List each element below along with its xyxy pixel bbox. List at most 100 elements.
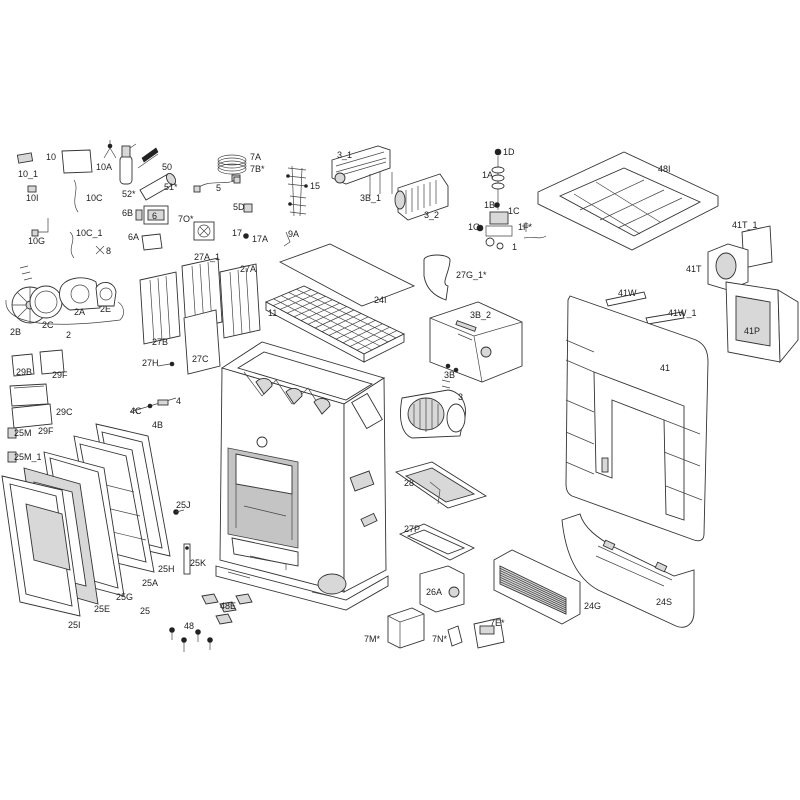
grill-cross-bar — [296, 288, 397, 339]
part-6-panel — [143, 205, 169, 225]
label-6: 6 — [152, 211, 157, 221]
grill-bar — [349, 326, 390, 347]
label-24g: 24G — [584, 601, 601, 611]
label-29c: 29C — [56, 407, 73, 417]
part-29f-plate — [39, 349, 65, 375]
grill-bar — [293, 299, 333, 318]
label-24s: 24S — [656, 597, 672, 607]
part-6a — [141, 233, 163, 251]
label-5: 5 — [216, 183, 221, 193]
part-3b-1-rods — [369, 172, 393, 196]
part-10-1 — [16, 152, 34, 164]
grill-bar — [342, 323, 383, 344]
part-10c-wire — [73, 179, 79, 213]
label-10-1: 10_1 — [18, 169, 38, 179]
part-25j — [173, 509, 185, 515]
label-1b: 1B — [484, 200, 495, 210]
part-26a — [419, 565, 465, 613]
label-10: 10 — [46, 152, 56, 162]
label-3b-2: 3B_2 — [470, 310, 491, 320]
label-27p: 27P — [404, 524, 420, 534]
label-25e: 25E — [94, 604, 110, 614]
label-10c-1: 10C_1 — [76, 228, 103, 238]
label-4c: 4C — [130, 406, 142, 416]
part-10i — [27, 185, 37, 193]
part-29f-plate-2 — [11, 403, 53, 429]
part-8 — [95, 245, 105, 255]
part-10 — [61, 149, 93, 174]
part-27a-panel — [219, 263, 261, 339]
label-4: 4 — [176, 396, 181, 406]
label-28: 28 — [404, 478, 414, 488]
part-5d — [243, 203, 253, 213]
part-5-cable — [193, 176, 241, 193]
label-2a: 2A — [74, 307, 85, 317]
part-3-blower — [400, 389, 466, 439]
part-41p-box — [725, 281, 799, 364]
part-24s-skirt — [561, 513, 695, 628]
label-6b: 6B — [122, 208, 133, 218]
part-3-2-fan — [394, 173, 449, 221]
label-27a-1: 27A_1 — [194, 252, 220, 262]
label-2e: 2E — [100, 304, 111, 314]
grill-bar — [307, 306, 348, 325]
label-1c: 1C — [508, 206, 520, 216]
part-1-assembly — [476, 148, 547, 250]
label-25j: 25J — [176, 500, 191, 510]
part-29b-plate — [11, 353, 35, 377]
part-28-tray — [394, 461, 488, 509]
label-41t-1: 41T_1 — [732, 220, 758, 230]
label-3b: 3B — [444, 370, 455, 380]
grill-bar — [300, 302, 340, 321]
label-3b-1: 3B_1 — [360, 193, 381, 203]
part-41w-strip — [605, 291, 647, 307]
part-29c-plate — [9, 383, 49, 407]
part-10a — [103, 140, 117, 159]
label-1: 1 — [512, 242, 517, 252]
label-15: 15 — [310, 181, 320, 191]
label-25g: 25G — [116, 592, 133, 602]
label-1d: 1D — [503, 147, 515, 157]
grill-cross-bar — [281, 295, 381, 347]
part-7m-box — [387, 607, 425, 649]
label-25: 25 — [140, 606, 150, 616]
part-17 — [243, 233, 249, 239]
label-51: 51* — [164, 182, 178, 192]
grill-bar — [279, 292, 319, 310]
part-27p-frame — [398, 523, 476, 561]
label-41w-1: 41W_1 — [668, 308, 697, 318]
grille-slat — [499, 574, 567, 607]
label-27h: 27H — [142, 358, 159, 368]
label-17: 17 — [232, 228, 242, 238]
part-2c-ring — [29, 285, 63, 319]
label-48e: 48E — [220, 601, 236, 611]
label-1g: 1G — [468, 222, 480, 232]
part-3b-screws — [441, 363, 459, 389]
part-6b — [135, 209, 143, 221]
label-25h: 25H — [158, 564, 175, 574]
label-3: 3 — [458, 392, 463, 402]
part-7n — [447, 625, 463, 647]
label-24i: 24I — [374, 295, 387, 305]
part-11-grill — [264, 285, 406, 363]
label-41w: 41W — [618, 288, 637, 298]
part-41t — [707, 243, 749, 291]
label-41p: 41P — [744, 326, 760, 336]
label-17a: 17A — [252, 234, 268, 244]
label-7m: 7M* — [364, 634, 381, 644]
part-27h — [157, 361, 175, 367]
part-24g-grille — [493, 549, 581, 625]
label-10a: 10A — [96, 162, 112, 172]
label-7n: 7N* — [432, 634, 448, 644]
part-51-cylinder — [139, 172, 177, 201]
part-25k — [183, 543, 191, 575]
label-2c: 2C — [42, 320, 54, 330]
label-52: 52* — [122, 189, 136, 199]
part-41w-1-strip — [645, 311, 685, 325]
part-15-wiring — [286, 165, 308, 217]
grille-slat — [499, 576, 567, 609]
part-3-1-heater — [331, 145, 391, 185]
label-27g-1: 27G_1* — [456, 270, 487, 280]
label-5d: 5D — [233, 202, 245, 212]
